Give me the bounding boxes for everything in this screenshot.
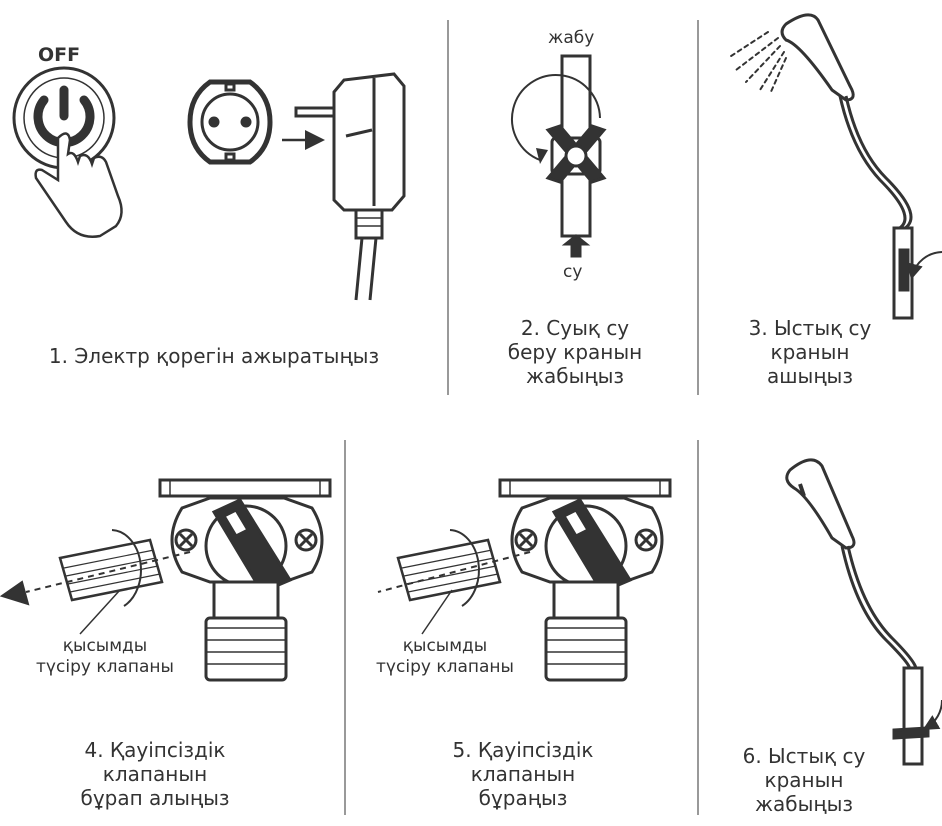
step-1-caption-line: 1. Электр қорегін ажыратыңыз <box>14 344 414 368</box>
step-2-line-3: жабыңыз <box>470 364 680 388</box>
close-label: жабу <box>548 28 594 48</box>
shower-head-icon <box>782 15 911 230</box>
step-5-line-1: 5. Қауіпсіздік <box>408 738 638 762</box>
step-5-caption: 5. Қауіпсіздік клапанын бұраңыз <box>408 738 638 810</box>
step-2-line-1: 2. Суық су <box>470 316 680 340</box>
step-2-caption: 2. Суық су беру кранын жабыңыз <box>470 316 680 388</box>
safety-valve-cylinder-icon <box>60 530 162 606</box>
step-5-line-2: клапанын <box>408 762 638 786</box>
step-3-line-3: ашыңыз <box>710 364 910 388</box>
step-6-line-1: 6. Ыстық су <box>714 744 894 768</box>
step-3-line-1: 3. Ыстық су <box>710 316 910 340</box>
valve-label-line-2: түсіру клапаны <box>10 657 200 678</box>
hot-water-tap-closed-icon <box>894 668 942 764</box>
wall-socket-icon <box>190 82 270 162</box>
valve-label-line-1: қысымды <box>10 636 200 657</box>
valve-label-2-line-1: қысымды <box>350 636 540 657</box>
water-label: су <box>563 262 582 282</box>
step-1-caption: 1. Электр қорегін ажыратыңыз <box>14 344 414 368</box>
hot-water-tap-open-icon <box>894 228 942 318</box>
step-6-line-3: жабыңыз <box>714 792 894 816</box>
step-3-caption: 3. Ыстық су кранын ашыңыз <box>710 316 910 388</box>
hand-pointer-icon <box>36 133 122 236</box>
valve-label-2-line-2: түсіру клапаны <box>350 657 540 678</box>
shower-head-icon-2 <box>787 460 916 672</box>
shower-spray-icon <box>728 32 786 94</box>
step-4-caption: 4. Қауіпсіздік клапанын бұрап алыңыз <box>40 738 270 810</box>
step-6-caption: 6. Ыстық су кранын жабыңыз <box>714 744 894 816</box>
cold-water-valve-icon <box>512 56 604 256</box>
power-off-label: OFF <box>38 44 80 66</box>
step-6-line-2: кранын <box>714 768 894 792</box>
pressure-valve-label: қысымды түсіру клапаны <box>10 636 200 678</box>
step-2-line-2: беру кранын <box>470 340 680 364</box>
step-4-line-1: 4. Қауіпсіздік <box>40 738 270 762</box>
electric-plug-icon <box>296 74 404 300</box>
step-3-line-2: кранын <box>710 340 910 364</box>
step-4-line-2: клапанын <box>40 762 270 786</box>
step-4-line-3: бұрап алыңыз <box>40 786 270 810</box>
pressure-valve-label-2: қысымды түсіру клапаны <box>350 636 540 678</box>
step-5-line-3: бұраңыз <box>408 786 638 810</box>
